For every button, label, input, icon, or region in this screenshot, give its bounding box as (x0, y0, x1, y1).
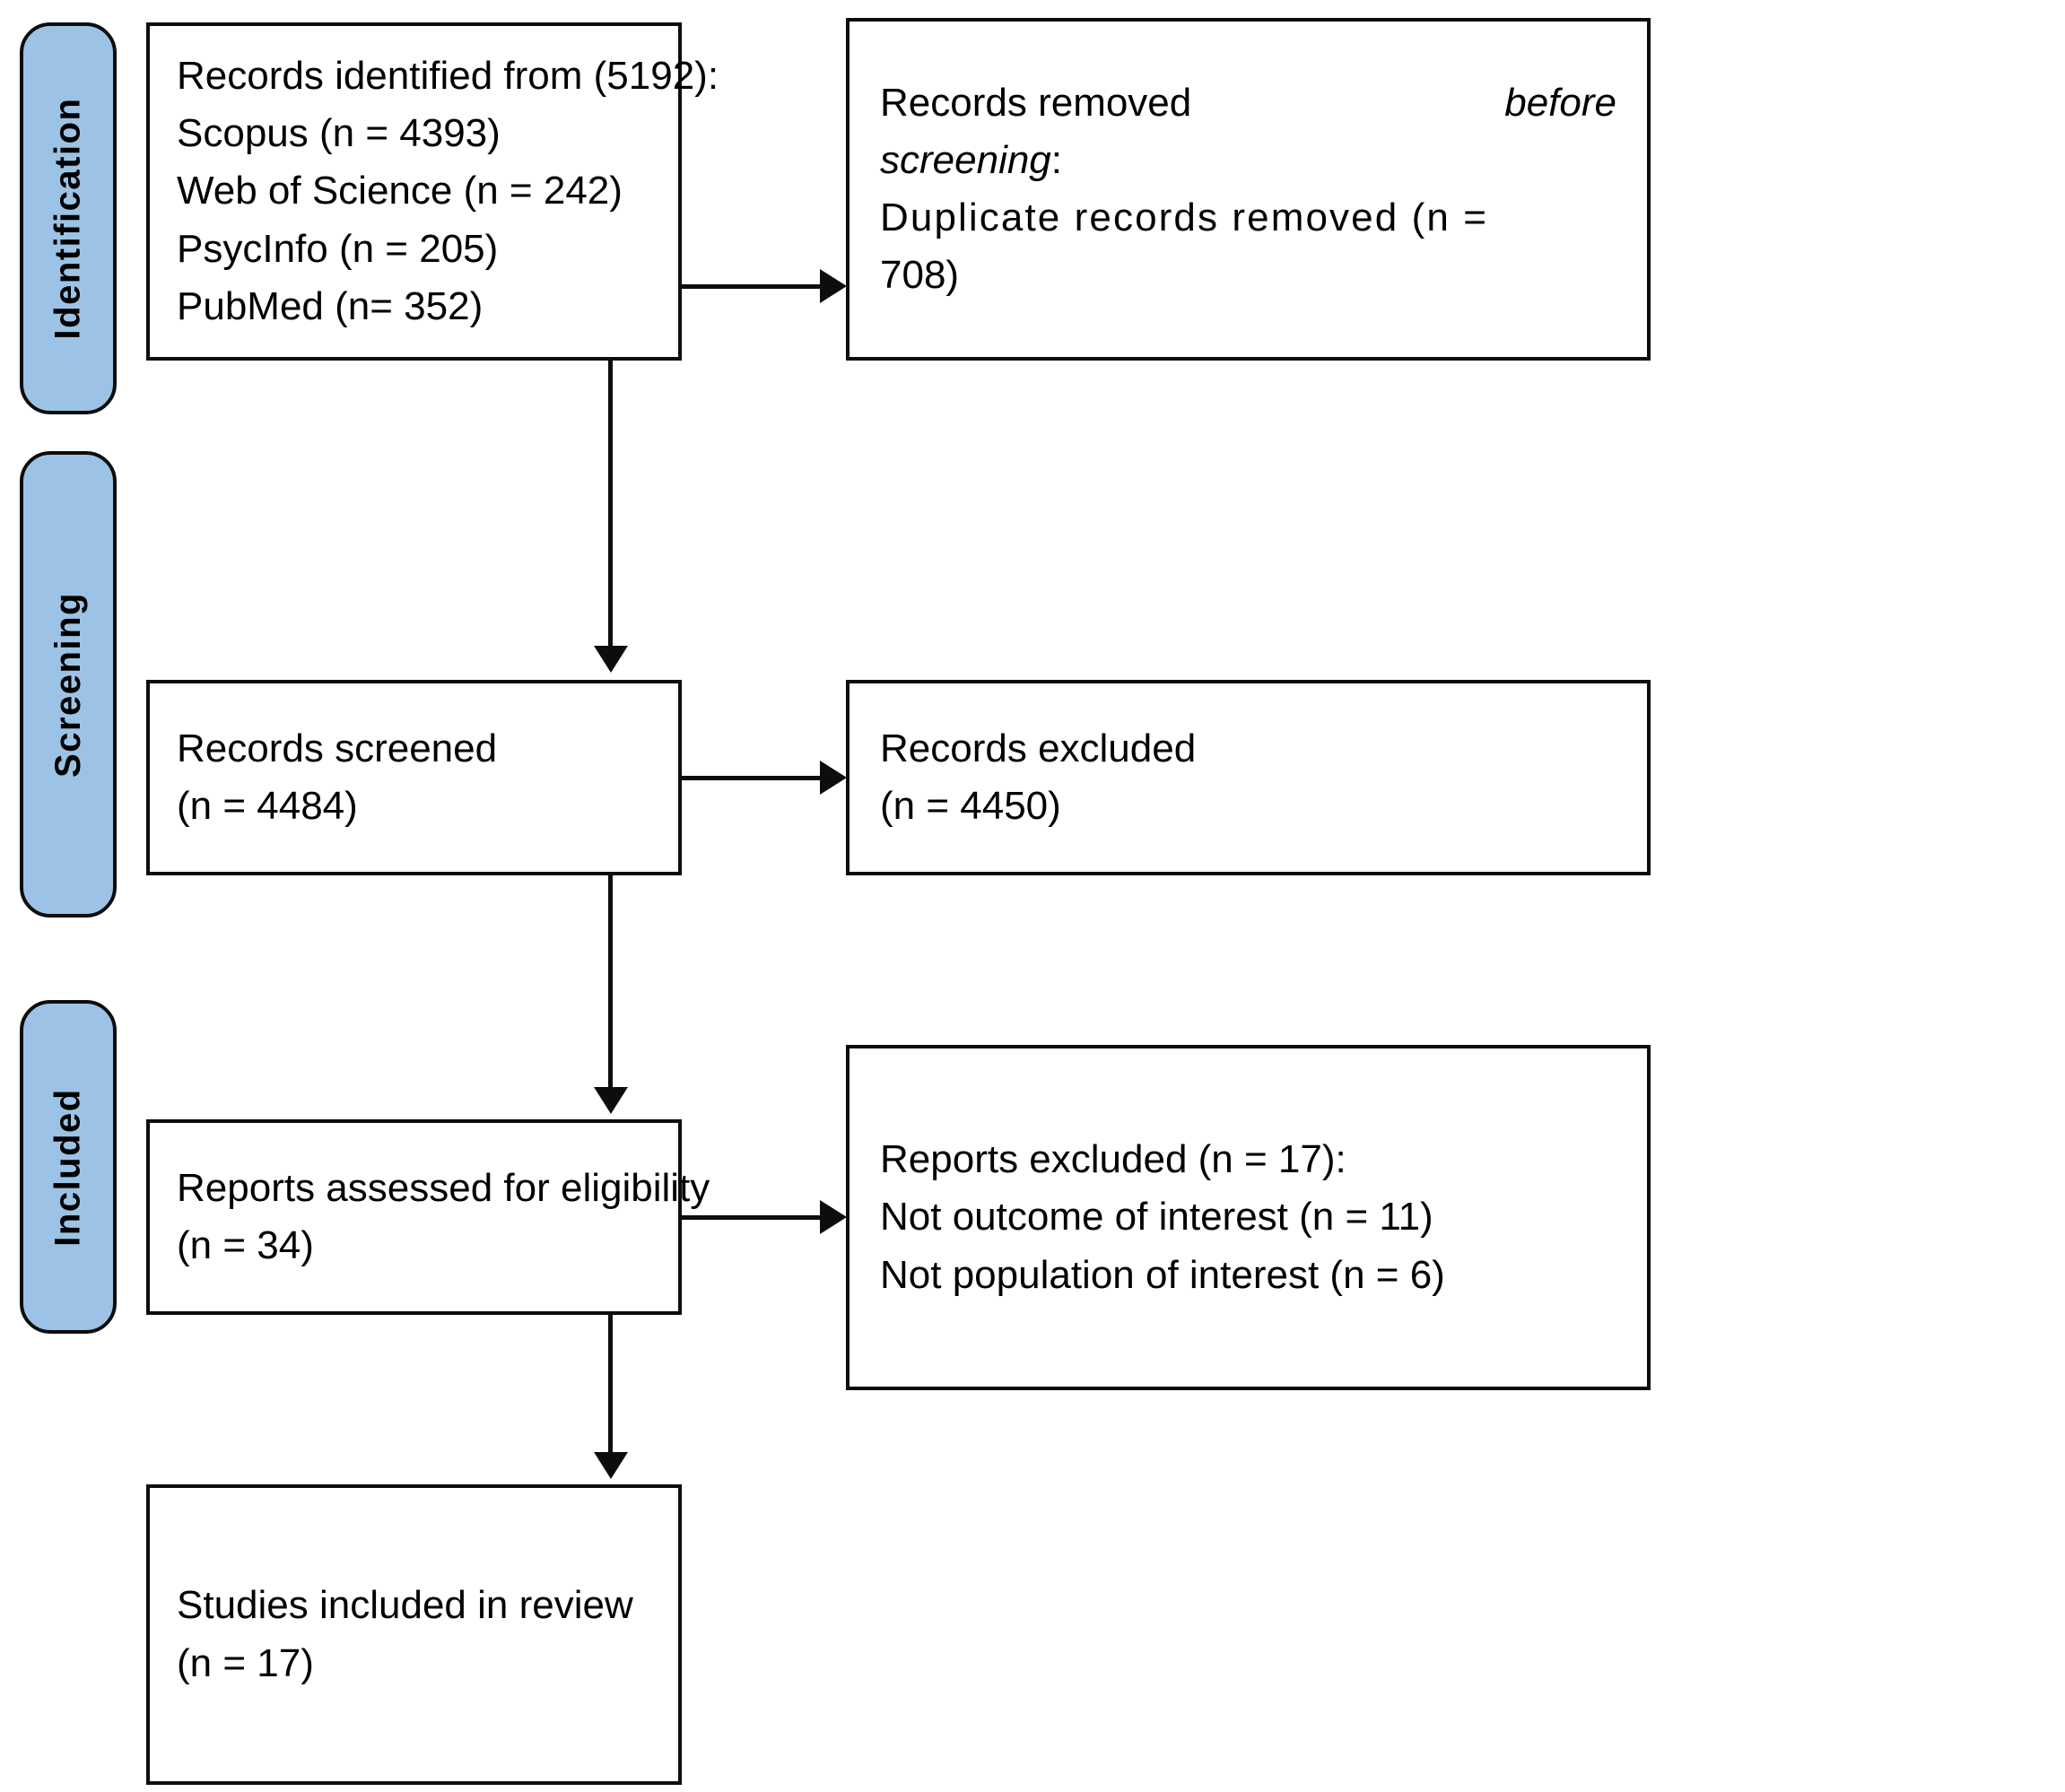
reports-assessed-line-2: (n = 34) (177, 1223, 314, 1267)
arrowhead-assessed-to-included (594, 1452, 628, 1479)
studies-included-line-1: Studies included in review (177, 1583, 633, 1628)
records-screened-line-2: (n = 4484) (177, 784, 358, 828)
stage-band-included: Included (20, 1000, 117, 1334)
stage-label-screening: Screening (48, 591, 88, 778)
records-identified-line-3: Web of Science (n = 242) (177, 169, 623, 213)
box-records-screened: Records screened (n = 4484) (146, 680, 682, 875)
connector-identified-to-screened (608, 361, 613, 648)
reports-assessed-line-1: Reports assessed for eligibility (177, 1165, 710, 1210)
connector-screened-to-assessed (608, 875, 613, 1089)
box-studies-included-in-review: Studies included in review (n = 17) (146, 1484, 682, 1785)
reports-excluded-line-2: Not outcome of interest (n = 11) (880, 1195, 1433, 1240)
reports-excluded-line-1: Reports excluded (n = 17): (880, 1137, 1346, 1182)
records-removed-line-3: Duplicate records removed (n = (880, 189, 1616, 247)
duplicate-records-removed-text: Duplicate records removed (n = (880, 196, 1489, 239)
arrowhead-screened-to-excluded (820, 761, 847, 795)
records-removed-colon: : (1050, 137, 1063, 182)
records-removed-text: Records removed (880, 80, 1192, 125)
box-records-identified: Records identified from (5192): Scopus (… (146, 22, 719, 361)
records-removed-line-4: 708) (880, 253, 960, 298)
connector-assessed-to-included (608, 1315, 613, 1454)
records-identified-line-2: Scopus (n = 4393) (177, 111, 501, 156)
box-records-excluded: Records excluded (n = 4450) (846, 680, 1651, 875)
records-removed-before-emphasis: before (1504, 80, 1616, 125)
stage-band-screening: Screening (20, 451, 117, 918)
connector-screened-to-excluded (682, 776, 822, 780)
box-reports-excluded: Reports excluded (n = 17): Not outcome o… (846, 1045, 1651, 1390)
records-removed-line-1: Records removed before (880, 74, 1616, 132)
arrowhead-identified-to-removed (820, 269, 847, 303)
stage-label-included: Included (48, 1087, 88, 1247)
records-removed-line-2: screening: (880, 132, 1616, 189)
studies-included-line-2: (n = 17) (177, 1640, 314, 1685)
records-removed-screening-emphasis: screening (880, 137, 1051, 182)
connector-identified-to-removed (682, 284, 822, 289)
arrowhead-assessed-to-reports-excluded (820, 1200, 847, 1234)
connector-assessed-to-reports-excluded (682, 1215, 822, 1220)
arrowhead-identified-to-screened (594, 646, 628, 673)
stage-label-identification: Identification (48, 97, 88, 340)
records-excluded-line-2: (n = 4450) (880, 784, 1061, 828)
records-excluded-line-1: Records excluded (880, 726, 1197, 770)
stage-band-identification: Identification (20, 22, 117, 414)
box-reports-assessed-for-eligibility: Reports assessed for eligibility (n = 34… (146, 1119, 710, 1315)
records-screened-line-1: Records screened (177, 726, 498, 770)
reports-excluded-line-3: Not population of interest (n = 6) (880, 1252, 1445, 1297)
records-identified-line-5: PubMed (n= 352) (177, 283, 484, 328)
box-records-removed-before-screening: Records removed before screening: Duplic… (846, 18, 1651, 361)
records-identified-line-4: PsycInfo (n = 205) (177, 226, 499, 271)
records-identified-line-1: Records identified from (5192): (177, 53, 719, 98)
arrowhead-screened-to-assessed (594, 1087, 628, 1114)
